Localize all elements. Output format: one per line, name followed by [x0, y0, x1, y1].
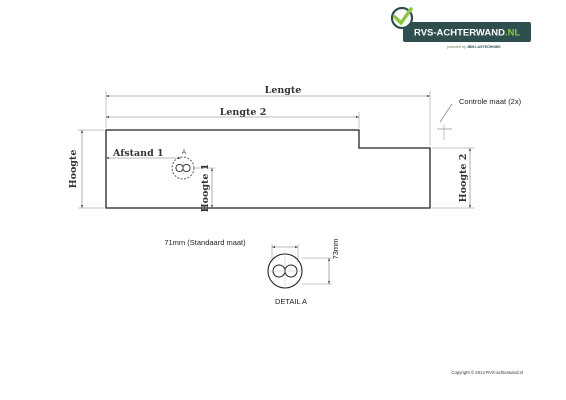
logo-bar: [403, 22, 531, 42]
label-afstand-1: Afstand 1: [112, 148, 164, 159]
logo-brand-text: RVS-ACHTERWAND: [414, 28, 505, 39]
dim-hoogte: Hoogte: [68, 130, 84, 208]
copyright-text: Copyright © 2014 RVS-achterwand.nl: [451, 370, 523, 375]
panel-outline: [105, 129, 431, 209]
label-hoogte-2: Hoogte 2: [458, 154, 469, 203]
logo-tagline-brand: JBM LASTECHNIEK: [467, 45, 502, 49]
svg-text:RVS-ACHTERWAND.NL: RVS-ACHTERWAND.NL: [414, 28, 520, 39]
label-controle-maat: Controle maat (2x): [459, 97, 522, 106]
brand-logo: RVS-ACHTERWAND.NL powered by JBM LASTECH…: [390, 6, 531, 49]
dim-hoogte-2: Hoogte 2: [458, 148, 472, 208]
label-marker-a: A: [182, 150, 186, 156]
detail-a: 71mm (Standaard maat) 73mm DETAIL A: [164, 238, 340, 306]
detail-height-label: 73mm: [331, 239, 340, 260]
detail-marker-circle: [171, 156, 195, 180]
label-lengte: Lengte: [265, 85, 302, 96]
dim-hoogte-1: Hoogte 1: [200, 164, 214, 213]
logo-tagline-prefix: powered by: [447, 45, 466, 49]
dim-afstand-1: Afstand 1: [106, 148, 181, 160]
dim-controle-maat: Controle maat (2x): [437, 97, 522, 130]
hole-a: A: [171, 150, 195, 180]
svg-text:powered by JBM LASTECHNI: powered by JBM LASTECHNIEK: [447, 45, 501, 49]
dim-lengte-2: Lengte 2: [106, 107, 359, 119]
extension-lines: [78, 91, 475, 209]
label-hoogte-1: Hoogte 1: [200, 164, 211, 213]
checkmark-icon: [393, 7, 413, 25]
label-lengte-2: Lengte 2: [220, 107, 267, 118]
detail-width-label: 71mm (Standaard maat): [164, 238, 246, 247]
logo-suffix-text: .NL: [505, 28, 521, 39]
dim-lengte: Lengte: [106, 85, 430, 98]
label-hoogte: Hoogte: [68, 150, 79, 189]
detail-title: DETAIL A: [275, 297, 307, 306]
